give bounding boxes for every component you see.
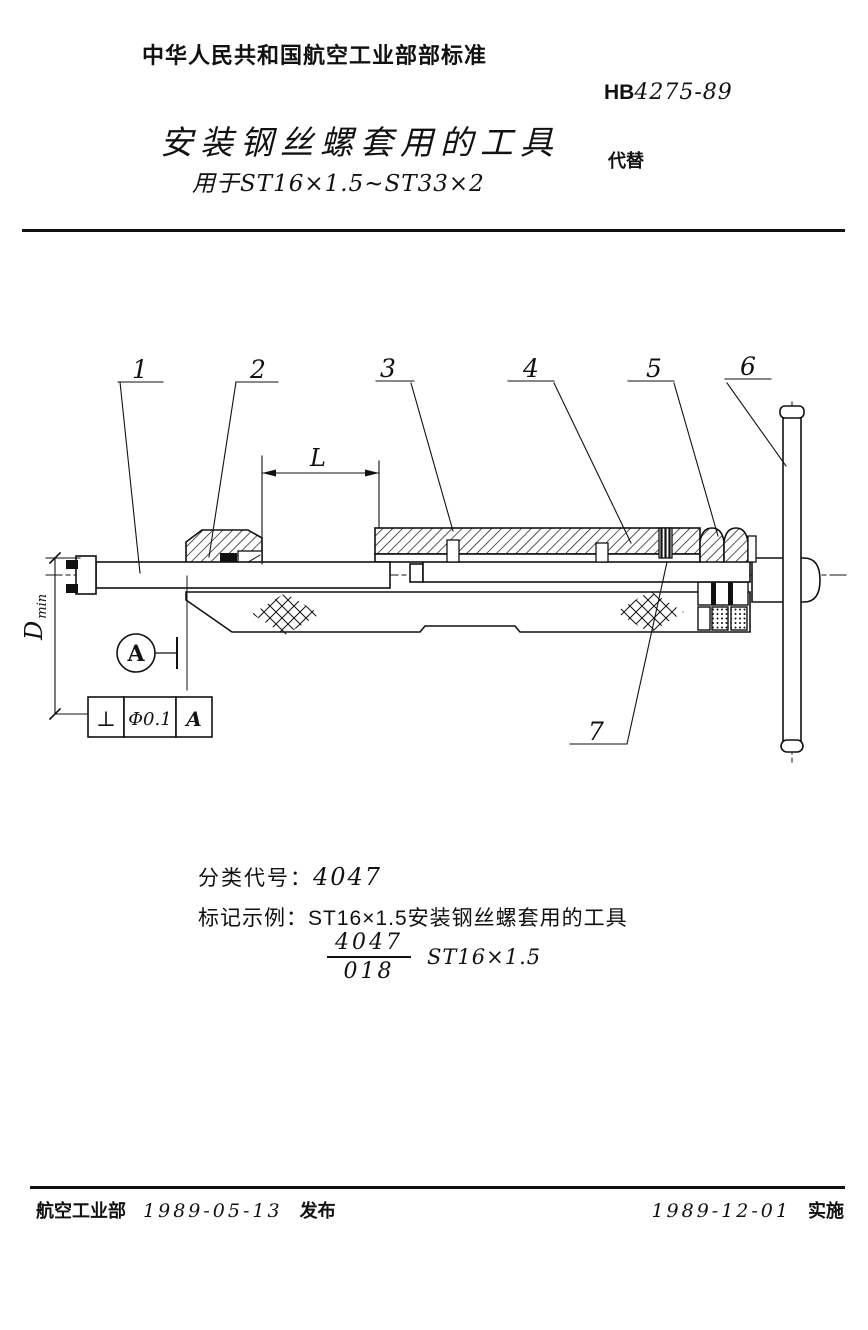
drive-tip-tooth: [66, 560, 78, 569]
knurled-nut: [699, 527, 757, 563]
fraction-numerator: 4047: [327, 930, 411, 958]
knurl-texture-right: [616, 591, 684, 633]
standard-number: HB4275-89: [604, 80, 733, 105]
spindle-band: [409, 559, 751, 583]
drive-tip-tooth: [66, 584, 78, 593]
datum-feature: A: [116, 575, 188, 691]
outer-sleeve: [374, 527, 701, 563]
marking-example-label: 标记示例：: [198, 907, 308, 930]
callout-5: 5: [646, 354, 662, 383]
callout-6: 6: [740, 352, 756, 381]
standard-org-header: 中华人民共和国航空工业部部标准: [142, 43, 488, 68]
header-divider-rule: [22, 229, 845, 232]
fraction-denominator: 018: [343, 959, 395, 984]
dimension-L: L: [261, 444, 380, 565]
classification-code-line: 分类代号：4047: [198, 862, 382, 892]
document-title: 安装钢丝螺套用的工具: [160, 124, 560, 161]
perpendicularity-symbol: ⊥: [96, 707, 116, 731]
t-handle-bar: [779, 405, 805, 753]
locating-pin: [446, 539, 460, 563]
front-collar: [185, 529, 263, 571]
datum-label: A: [126, 641, 145, 667]
dimension-Dmin: Dmin: [20, 551, 89, 721]
tolerance-value: Φ0.1: [128, 709, 171, 730]
designation-fraction: 4047 018: [327, 930, 411, 984]
footer-effective-info: 1989-12-01 实施: [651, 1197, 844, 1223]
diameter-dimension-label: D: [20, 621, 48, 641]
effective-date: 1989-12-01: [651, 1200, 791, 1222]
tool-body: [185, 591, 751, 635]
callout-3: 3: [380, 354, 396, 383]
marking-example-text: ST16×1.5安装钢丝螺套用的工具: [308, 907, 628, 930]
fcf-datum-reference: A: [184, 707, 202, 731]
replaces-label: 代替: [608, 151, 644, 171]
length-dimension-label: L: [309, 444, 326, 472]
callout-7: 7: [588, 717, 604, 746]
classification-code: 4047: [313, 863, 383, 891]
standard-number-prefix: HB: [604, 81, 635, 104]
feature-control-frame: ⊥ Φ0.1 A: [87, 696, 213, 738]
knurl-texture-left: [252, 593, 320, 635]
spring-pin: [658, 527, 673, 559]
classification-label: 分类代号：: [198, 867, 313, 890]
svg-text:Dmin: Dmin: [20, 594, 50, 641]
effective-action-label: 实施: [808, 1201, 844, 1221]
designation-fraction-row: 4047 018 ST16×1.5: [327, 930, 541, 984]
mandrel-shaft: [66, 555, 391, 595]
marking-example-line: 标记示例：ST16×1.5安装钢丝螺套用的工具: [198, 902, 628, 932]
callout-4: 4: [522, 354, 539, 383]
issue-action-label: 发布: [299, 1201, 336, 1221]
footer-issue-info: 航空工业部 1989-05-13 发布: [36, 1197, 336, 1223]
callout-2: 2: [249, 355, 266, 384]
callout-1: 1: [132, 355, 148, 384]
footer-divider-rule: [30, 1186, 845, 1189]
issue-date: 1989-05-13: [143, 1200, 283, 1222]
diameter-dimension-subscript: min: [35, 594, 50, 619]
fraction-suffix: ST16×1.5: [427, 945, 542, 969]
standard-number-value: 4275-89: [634, 80, 733, 105]
document-subtitle: 用于ST16×1.5~ST33×2: [192, 171, 485, 197]
issuing-body: 航空工业部: [36, 1201, 126, 1221]
part-callouts: 1 2 3 4 5 6 7: [117, 352, 787, 746]
